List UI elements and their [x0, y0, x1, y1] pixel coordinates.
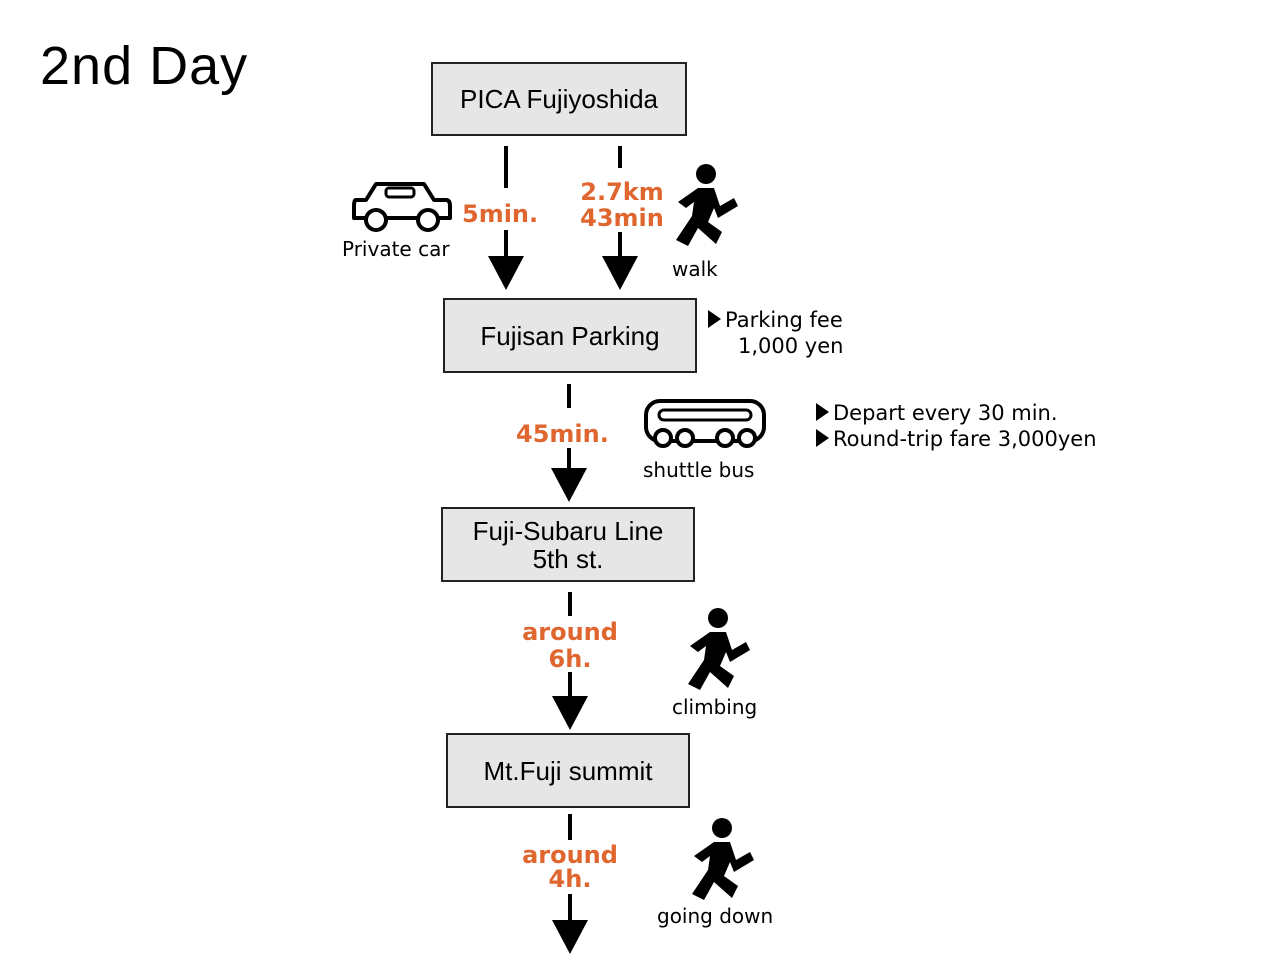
bus-depart-note: Depart every 30 min. — [816, 401, 1058, 426]
node-parking-label: Fujisan Parking — [480, 320, 660, 351]
walk-label: walk — [672, 257, 718, 281]
bus-label: shuttle bus — [643, 458, 755, 482]
bus-fare-text: Round-trip fare 3,000yen — [833, 427, 1097, 451]
node-pica-fujiyoshida: PICA Fujiyoshida — [431, 62, 687, 136]
triangle-bullet-icon — [816, 403, 829, 421]
down-time-line2: 4h. — [548, 865, 592, 893]
car-time: 5min. — [462, 200, 539, 228]
triangle-bullet-icon — [708, 310, 721, 328]
node-pica-label: PICA Fujiyoshida — [460, 84, 658, 114]
parking-fee-line1: Parking fee — [725, 308, 843, 332]
triangle-bullet-icon — [816, 429, 829, 447]
climb-time-line1: around — [522, 618, 618, 646]
down-label: going down — [657, 904, 774, 928]
car-label: Private car — [342, 237, 450, 261]
bus-fare-note: Round-trip fare 3,000yen — [816, 427, 1097, 452]
bus-icon — [644, 399, 766, 448]
node-mt-fuji-summit: Mt.Fuji summit — [446, 733, 690, 808]
climbing-person-icon — [688, 608, 750, 690]
node-summit-label: Mt.Fuji summit — [483, 755, 653, 786]
parking-fee-line2: 1,000 yen — [738, 334, 844, 358]
climb-time-line2: 6h. — [548, 645, 592, 673]
walking-person-icon — [676, 164, 738, 246]
node-5th-label-line2: 5th st. — [532, 543, 604, 574]
node-5th-label-line1: Fuji-Subaru Line — [472, 515, 664, 546]
bus-time: 45min. — [516, 420, 609, 448]
climb-label: climbing — [672, 695, 758, 719]
node-fuji-subaru-5th: Fuji-Subaru Line 5th st. — [441, 507, 695, 582]
bus-depart-text: Depart every 30 min. — [833, 401, 1058, 425]
parking-fee-note: Parking fee — [708, 308, 843, 333]
going-down-person-icon — [692, 818, 754, 900]
node-fujisan-parking: Fujisan Parking — [443, 298, 697, 373]
down-time-line1: around — [522, 841, 618, 869]
walk-distance: 2.7km — [580, 178, 664, 206]
page-title: 2nd Day — [40, 36, 249, 96]
car-icon — [352, 182, 452, 232]
walk-time: 43min — [580, 204, 664, 232]
